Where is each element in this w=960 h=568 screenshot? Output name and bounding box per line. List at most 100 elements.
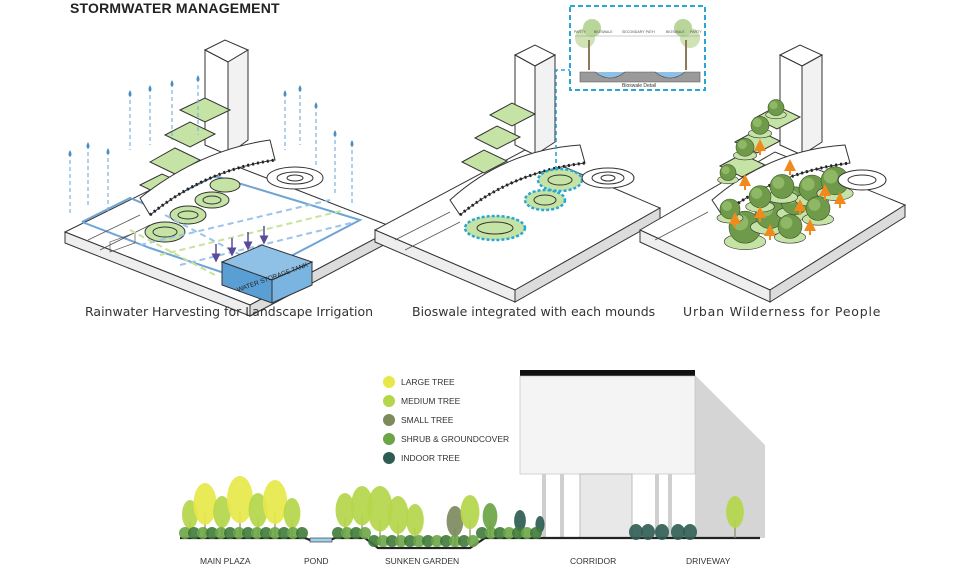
shrub [413,535,425,547]
legend-swatch [383,451,395,464]
tree-highlight [721,166,730,175]
shrub [494,527,506,539]
tree-highlight [780,216,793,229]
shrub [530,527,542,539]
legend-item: INDOOR TREE [383,448,509,467]
shrub [350,527,362,539]
tree-crown [446,506,464,537]
shrub [395,535,407,547]
building-tower [138,39,276,217]
shrub [629,524,643,540]
tree-crown [482,503,498,530]
rain-drop-icon [148,85,152,92]
shrub [458,535,470,547]
shrub [655,524,669,540]
shrub [683,524,697,540]
shrub [332,527,344,539]
tree-crown [262,480,288,525]
tree-highlight [751,187,763,199]
rain-drop-icon [333,130,337,137]
legend-item: LARGE TREE [383,372,509,391]
legend-item: SMALL TREE [383,410,509,429]
shrub [359,527,371,539]
bioswale-detail-label: Bioswale Detail [622,83,656,89]
shrub [224,527,236,539]
detail-section-label: PARTY [690,30,702,34]
shrub [404,535,416,547]
shrub [233,527,245,539]
landscape-mounds [144,166,324,243]
tree-highlight [769,101,778,110]
water-storage-tank: WATER STORAGE TANK [220,244,314,304]
shrub [287,527,299,539]
tree-highlight [722,201,732,211]
legend-item: SHRUB & GROUNDCOVER [383,429,509,448]
tree-highlight [801,177,815,191]
shrub [341,527,353,539]
shrub [260,527,272,539]
shrub [206,527,218,539]
tree-crown [367,486,393,532]
page-title: STORMWATER MANAGEMENT [70,0,280,16]
tree-crown [387,496,409,534]
bioswale-mounds [463,167,635,242]
legend-swatch [383,432,395,445]
legend-swatch [383,375,395,388]
rain-drop-icon [283,90,287,97]
caption-bioswale: Bioswale integrated with each mounds [412,304,656,319]
tree-crown [335,493,355,528]
tree-crown [213,496,231,528]
shrub [467,535,479,547]
shrub [431,535,443,547]
zone-main-plaza: MAIN PLAZA [200,556,251,566]
shrub [269,527,281,539]
rain-drop-icon [298,85,302,92]
legend-label: LARGE TREE [401,376,455,387]
tree-highlight [772,176,785,189]
detail-section-label: BIOSWALE [666,30,685,34]
tree-crown [514,510,526,532]
zone-sunken-garden: SUNKEN GARDEN [385,556,460,566]
shrub [641,524,655,540]
legend-label: SMALL TREE [401,414,454,425]
rain-drop-icon [106,148,110,155]
shrub [242,527,254,539]
tree-highlight [808,198,821,211]
tree-crown [283,498,301,529]
shrub [215,527,227,539]
shrub [512,527,524,539]
rain-drop-icon [196,75,200,82]
tree-crown [351,486,373,526]
shrub [386,535,398,547]
shrub [449,535,461,547]
rain-drop-icon [68,150,72,157]
zone-driveway: DRIVEWAY [686,556,731,566]
tree-crown [248,493,268,528]
legend-label: INDOOR TREE [401,452,460,463]
caption-urban-wilderness: Urban Wilderness for People [683,304,882,319]
rain-drop-icon [314,102,318,109]
tree-crown [226,476,254,524]
shrub [485,527,497,539]
detail-section-label: BIOSWALE [594,30,613,34]
shrub [179,527,191,539]
detail-section-label: PARTY [574,30,586,34]
shrub [521,527,533,539]
legend-label: MEDIUM TREE [401,395,461,406]
shrub [368,535,380,547]
tree-highlight [823,169,838,184]
panel-rainwater-harvesting: WATER STORAGE TANK [63,39,397,317]
legend-swatch [383,413,395,426]
tree-highlight [752,118,762,128]
tree-highlight [737,140,747,150]
shrub [278,527,290,539]
shrub [377,535,389,547]
shrub [671,524,685,540]
rain-drop-icon [86,142,90,149]
collection-arrows [211,226,269,263]
zone-corridor: CORRIDOR [570,556,617,566]
shrub [422,535,434,547]
shrub [296,527,308,539]
